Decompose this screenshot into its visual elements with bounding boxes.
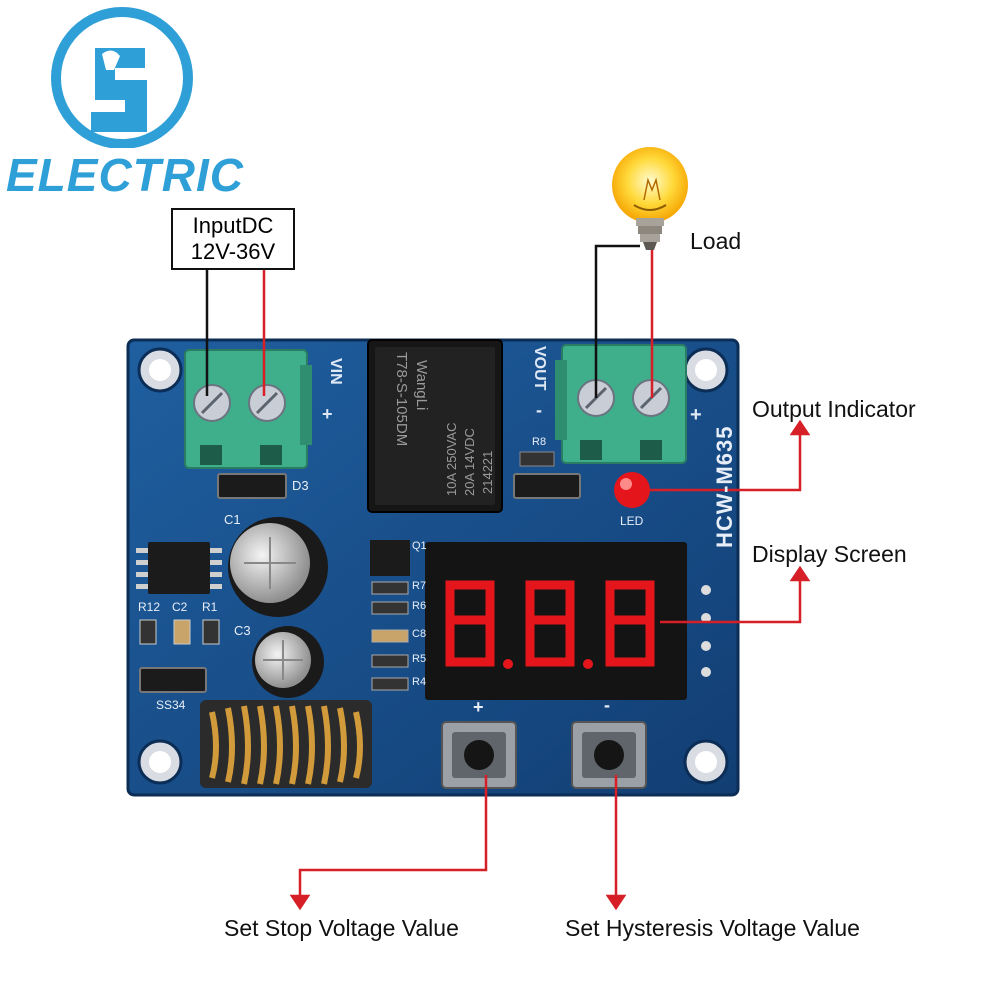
silk-q1: Q1 — [412, 540, 427, 552]
set-hysteresis-voltage-label: Set Hysteresis Voltage Value — [565, 915, 860, 941]
callout-arrows — [289, 419, 811, 911]
input-terminal-block — [184, 349, 312, 469]
button-minus — [571, 721, 647, 789]
silk-vout: VOUT — [531, 346, 548, 391]
silk-vout-plus: + — [690, 404, 702, 426]
silk-c3: C3 — [234, 623, 251, 638]
relay-rating-2: 20A 14VDC — [462, 428, 477, 496]
relay — [367, 339, 503, 513]
output-indicator-label: Output Indicator — [752, 396, 916, 422]
silk-r4: R4 — [412, 676, 427, 688]
logo-text: ELECTRIC — [6, 149, 244, 201]
silk-r1: R1 — [202, 600, 218, 614]
output-wires — [594, 244, 654, 398]
silk-ss34: SS34 — [156, 698, 186, 712]
silk-model: HCW-M635 — [712, 425, 737, 548]
silk-r6: R6 — [412, 600, 427, 612]
smd-components — [136, 451, 581, 693]
inductor-coil — [200, 700, 372, 788]
relay-code: 214221 — [480, 450, 495, 494]
input-dc-label: InputDC 12V-36V — [171, 208, 295, 270]
capacitor-c1 — [228, 517, 328, 617]
input-dc-line1: InputDC — [192, 213, 274, 238]
relay-brand: WangLi — [413, 360, 430, 411]
output-led — [614, 472, 650, 508]
silk-d3: D3 — [292, 478, 309, 493]
silk-c1: C1 — [224, 512, 241, 527]
load-label: Load — [690, 228, 742, 254]
seven-segment-display — [425, 542, 711, 700]
button-plus — [441, 721, 517, 789]
output-terminal-block — [555, 344, 687, 464]
silk-vout-minus: - — [536, 400, 542, 420]
silk-r5: R5 — [412, 653, 427, 665]
relay-model: T78-S-105DM — [393, 352, 410, 447]
lightbulb-icon — [612, 147, 688, 250]
capacitor-c3 — [252, 626, 324, 698]
silk-button-minus: - — [604, 695, 610, 715]
mounting-holes — [137, 347, 729, 785]
silk-r12: R12 — [138, 600, 161, 614]
silk-r8: R8 — [532, 436, 547, 448]
input-wires — [205, 270, 266, 396]
display-screen-label: Display Screen — [752, 541, 907, 567]
logo-icon — [51, 7, 193, 148]
relay-rating-1: 10A 250VAC — [444, 422, 459, 496]
input-dc-line2: 12V-36V — [190, 239, 276, 264]
silk-c8: C8 — [412, 628, 427, 640]
silk-vin-plus: + — [322, 404, 333, 424]
silk-button-plus: + — [473, 697, 484, 717]
silk-r7: R7 — [412, 580, 427, 592]
set-stop-voltage-label: Set Stop Voltage Value — [224, 915, 459, 941]
silk-c2: C2 — [172, 600, 188, 614]
silk-led: LED — [620, 514, 644, 528]
silk-vin: VIN — [327, 358, 344, 385]
